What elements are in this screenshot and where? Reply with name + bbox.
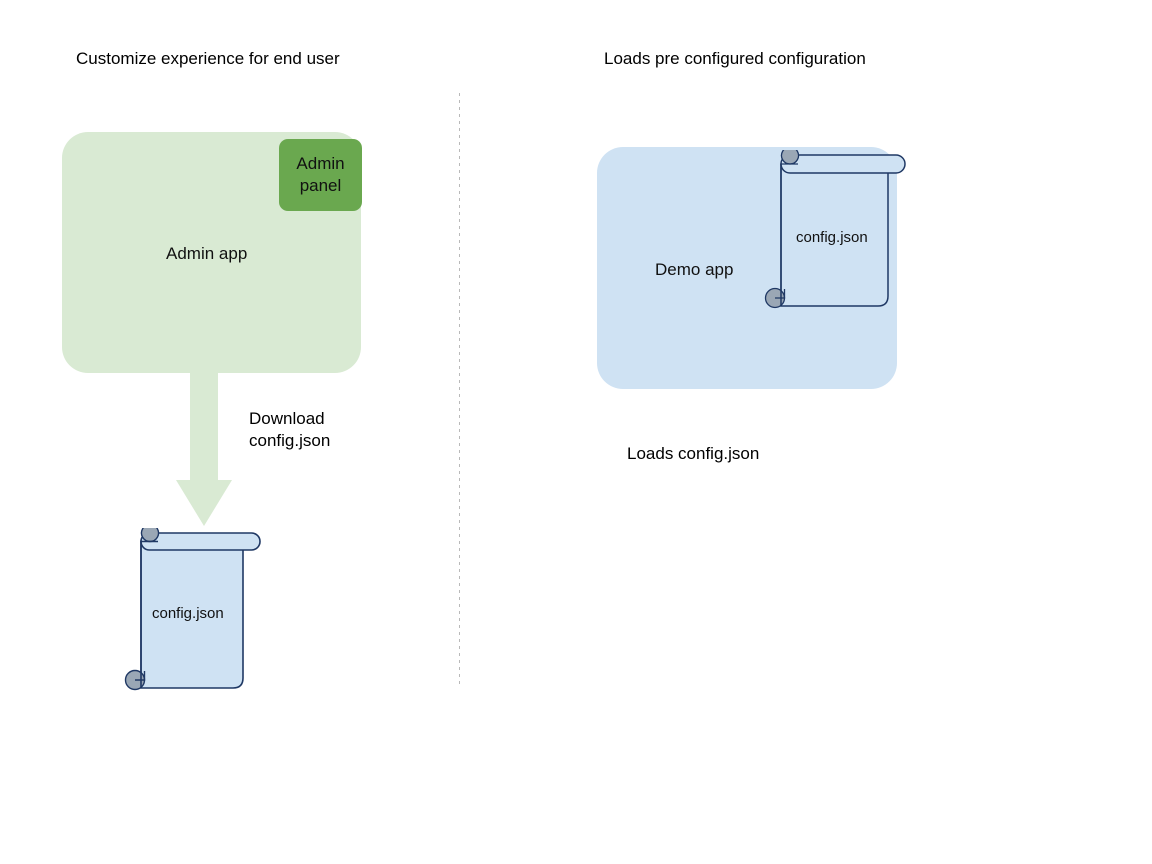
document-body [140,540,244,689]
admin-app-label: Admin app [166,244,248,263]
right-section-title: Loads pre configured configuration [604,49,866,68]
config-json-label-right: config.json [796,229,868,246]
admin-panel-box[interactable]: Admin panel [279,139,362,211]
document-body [780,163,889,307]
admin-panel-label-line1: Admin [296,154,345,173]
document-bottom-curl-notch [135,671,146,681]
download-arrow-label-line2: config.json [249,431,331,450]
document-top-curl [780,146,800,165]
download-arrow [176,370,232,530]
download-arrow-label: Download config.json [249,408,330,452]
config-json-document-right[interactable] [762,146,914,312]
config-json-document-left[interactable] [120,523,270,694]
loads-config-json-footnote: Loads config.json [627,444,760,463]
left-section-title: Customize experience for end user [76,49,340,68]
document-top-roll [780,154,906,174]
admin-panel-label-line2: panel [299,176,342,195]
section-divider [459,93,460,686]
config-json-label-left: config.json [152,605,224,622]
document-top-curl [140,523,160,543]
demo-app-label: Demo app [655,260,734,279]
download-arrow-label-line1: Download [249,409,325,428]
arrow-shape [176,370,232,526]
document-bottom-curl-notch [775,289,786,299]
